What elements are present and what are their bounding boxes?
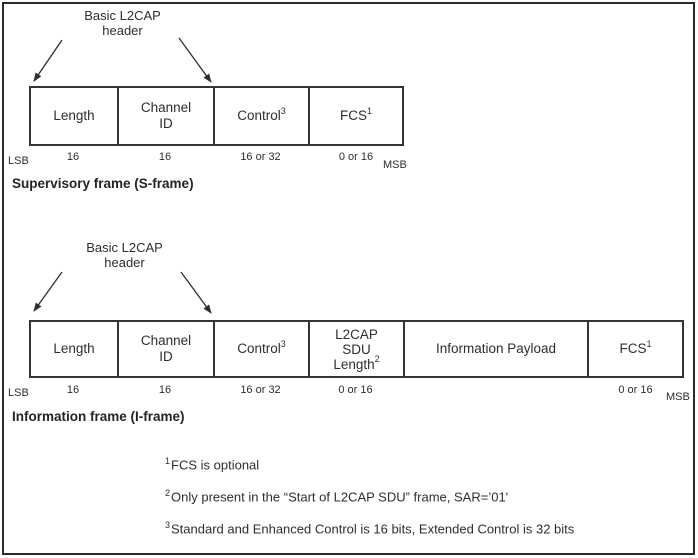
bit-width-label: 0 or 16 xyxy=(618,384,653,396)
i-frame-field-control: Control3 xyxy=(213,320,308,378)
footnote-sdu-length: 2Only present in the “Start of L2CAP SDU… xyxy=(165,488,508,504)
field-superscript: 3 xyxy=(280,338,286,349)
footnote-control-size: 3Standard and Enhanced Control is 16 bit… xyxy=(165,520,574,536)
field-label: Length xyxy=(53,108,95,123)
field-label: ID xyxy=(159,116,173,131)
s-frame-field-channel-id: Channel ID xyxy=(117,86,213,146)
field-label: Length xyxy=(333,356,375,372)
i-frame-title: Information frame (I-frame) xyxy=(12,409,185,424)
bit-width-label: 16 xyxy=(158,384,172,396)
field-label: ID xyxy=(159,349,173,364)
field-label: Length xyxy=(53,341,95,356)
i-frame-callout-arrow-right xyxy=(180,271,212,314)
i-frame-field-channel-id: Channel ID xyxy=(117,320,213,378)
s-frame-lsb-label: LSB xyxy=(8,155,29,167)
s-frame-bit-widths-row: 16 16 16 or 32 0 or 16 xyxy=(29,151,404,163)
field-label: FCS xyxy=(619,341,647,356)
field-label: Information Payload xyxy=(435,341,557,356)
callout-line-1: Basic L2CAP xyxy=(86,240,163,255)
s-frame-field-control: Control3 xyxy=(213,86,308,146)
s-frame-msb-label: MSB xyxy=(383,159,407,171)
i-frame-lsb-label: LSB xyxy=(8,387,29,399)
bit-width-label: 16 xyxy=(158,151,172,163)
i-frame-field-fcs: FCS1 xyxy=(587,320,684,378)
field-label: L2CAP xyxy=(335,326,378,342)
i-frame-field-row: Length Channel ID Control3 L2CAP SDU Len… xyxy=(29,320,684,378)
field-superscript: 3 xyxy=(280,105,286,116)
s-frame-callout-arrow-right xyxy=(178,37,212,83)
footnote-superscript: 3 xyxy=(165,520,171,530)
field-label: Channel xyxy=(140,333,192,348)
footnote-fcs-optional: 1FCS is optional xyxy=(165,456,259,472)
field-label: FCS xyxy=(339,108,367,123)
callout-line-1: Basic L2CAP xyxy=(84,8,161,23)
field-superscript: 2 xyxy=(374,354,380,364)
i-frame-bit-widths-row: 16 16 16 or 32 0 or 16 0 or 16 xyxy=(29,384,684,396)
field-label: Control xyxy=(237,108,281,123)
i-frame-callout-label: Basic L2CAP header xyxy=(57,240,192,270)
bit-width-label: 16 xyxy=(66,151,80,163)
i-frame-msb-label: MSB xyxy=(666,391,690,403)
bit-width-label: 16 or 32 xyxy=(240,384,281,396)
field-superscript: 1 xyxy=(366,105,372,116)
field-label: SDU xyxy=(342,341,371,357)
s-frame-field-length: Length xyxy=(29,86,117,146)
footnote-text: FCS is optional xyxy=(171,457,260,473)
field-superscript: 1 xyxy=(646,338,652,349)
s-frame-callout-arrow-left xyxy=(33,39,63,82)
footnote-superscript: 1 xyxy=(165,456,171,466)
callout-line-2: header xyxy=(104,255,145,270)
s-frame-callout-label: Basic L2CAP header xyxy=(55,8,190,38)
field-label: Channel xyxy=(140,100,192,115)
field-label: Control xyxy=(237,341,281,356)
i-frame-field-l2cap-sdu-length: L2CAP SDU Length2 xyxy=(308,320,403,378)
i-frame-field-length: Length xyxy=(29,320,117,378)
callout-line-2: header xyxy=(102,23,143,38)
footnote-superscript: 2 xyxy=(165,488,171,498)
i-frame-callout-arrow-left xyxy=(33,271,63,312)
s-frame-field-fcs: FCS1 xyxy=(308,86,404,146)
s-frame-title: Supervisory frame (S-frame) xyxy=(12,176,194,191)
bit-width-label xyxy=(403,384,587,396)
bit-width-label: 16 or 32 xyxy=(240,151,281,163)
footnote-text: Standard and Enhanced Control is 16 bits… xyxy=(171,521,575,537)
footnote-text: Only present in the “Start of L2CAP SDU”… xyxy=(171,489,509,505)
bit-width-label: 0 or 16 xyxy=(338,151,374,163)
bit-width-label: 16 xyxy=(66,384,80,396)
i-frame-field-information-payload: Information Payload xyxy=(403,320,587,378)
bit-width-label: 0 or 16 xyxy=(338,384,373,396)
s-frame-field-row: Length Channel ID Control3 FCS1 xyxy=(29,86,404,146)
